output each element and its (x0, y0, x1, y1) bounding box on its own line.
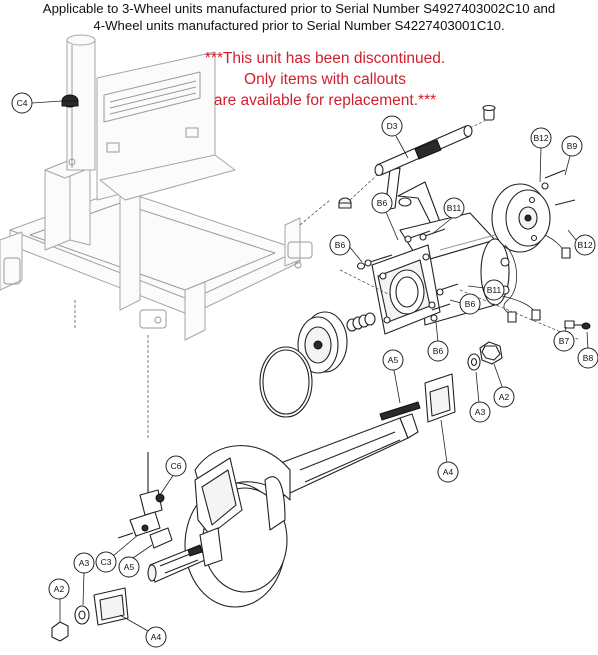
callout-b12-top: B12 (530, 127, 552, 149)
callout-a2-right-label: A2 (499, 392, 510, 402)
callout-b6-mid: B6 (459, 293, 481, 315)
applicability-line-2: 4-Wheel units manufactured prior to Seri… (93, 18, 505, 33)
callout-b9-label: B9 (567, 141, 578, 151)
callout-a5-lower: A5 (118, 556, 140, 578)
callout-d3-label: D3 (387, 121, 398, 131)
coupler-and-spring (259, 311, 376, 418)
callout-c3-label: C3 (101, 557, 112, 567)
seat-post-frame-assembly (0, 34, 331, 440)
callout-b12-right: B12 (574, 234, 596, 256)
applicability-line-1: Applicable to 3-Wheel units manufactured… (42, 1, 556, 16)
callout-b6-left-label: B6 (335, 240, 346, 250)
callout-a4-left-label: A4 (151, 632, 162, 642)
callout-a3-left: A3 (73, 552, 95, 574)
callout-a4-right-label: A4 (443, 467, 454, 477)
callout-a5-upper-label: A5 (388, 355, 399, 365)
callout-a3-left-label: A3 (79, 558, 90, 568)
leader-lines (31, 100, 589, 632)
right-axle-hardware (379, 341, 503, 423)
spring (346, 312, 376, 332)
callout-b6-mid-label: B6 (465, 299, 476, 309)
callout-c6-label: C6 (171, 461, 182, 471)
callout-b9: B9 (561, 135, 583, 157)
callout-b11-upper: B11 (443, 197, 465, 219)
motor-brake-assembly (339, 169, 591, 341)
notice-line-3: are available for replacement.*** (213, 92, 437, 109)
callout-b8-label: B8 (583, 353, 594, 363)
callout-b8: B8 (577, 347, 598, 369)
callout-c4-label: C4 (17, 98, 28, 108)
callout-c4: C4 (11, 92, 33, 114)
callout-a4-right: A4 (437, 461, 459, 483)
callout-c3: C3 (95, 551, 117, 573)
transaxle-gearbox (117, 413, 419, 608)
discontinued-notice: ***This unit has been discontinued. Only… (160, 48, 490, 111)
callout-b6-lower: B6 (427, 340, 449, 362)
notice-line-2: Only items with callouts (244, 71, 406, 88)
callout-b7: B7 (553, 330, 575, 352)
callout-a2-left: A2 (48, 578, 70, 600)
callout-a5-lower-label: A5 (124, 562, 135, 572)
callout-b6-left: B6 (329, 234, 351, 256)
brake-release-lever-d3 (338, 104, 496, 227)
callout-b6-upper: B6 (371, 192, 393, 214)
applicability-header: Applicable to 3-Wheel units manufactured… (0, 0, 598, 34)
callout-b11-upper-label: B11 (447, 203, 462, 213)
callout-b6-lower-label: B6 (433, 346, 444, 356)
left-axle-hardware (51, 587, 129, 642)
callout-b6-upper-label: B6 (377, 198, 388, 208)
callout-b12-right-label: B12 (577, 240, 592, 250)
callout-a3-right-label: A3 (475, 407, 486, 417)
callout-b12-top-label: B12 (533, 133, 548, 143)
callout-a4-left: A4 (145, 626, 167, 648)
callout-a2-right: A2 (493, 386, 515, 408)
bolt-group (356, 169, 591, 330)
callout-b7-label: B7 (559, 336, 570, 346)
callout-c6: C6 (165, 455, 187, 477)
cap-c4-part (61, 94, 79, 108)
notice-line-1: ***This unit has been discontinued. (204, 50, 446, 67)
callout-a2-left-label: A2 (54, 584, 65, 594)
callout-d3: D3 (381, 115, 403, 137)
callout-b11-lower: B11 (483, 279, 505, 301)
callout-a3-right: A3 (469, 401, 491, 423)
callout-b11-lower-label: B11 (487, 285, 502, 295)
callout-a5-upper: A5 (382, 349, 404, 371)
